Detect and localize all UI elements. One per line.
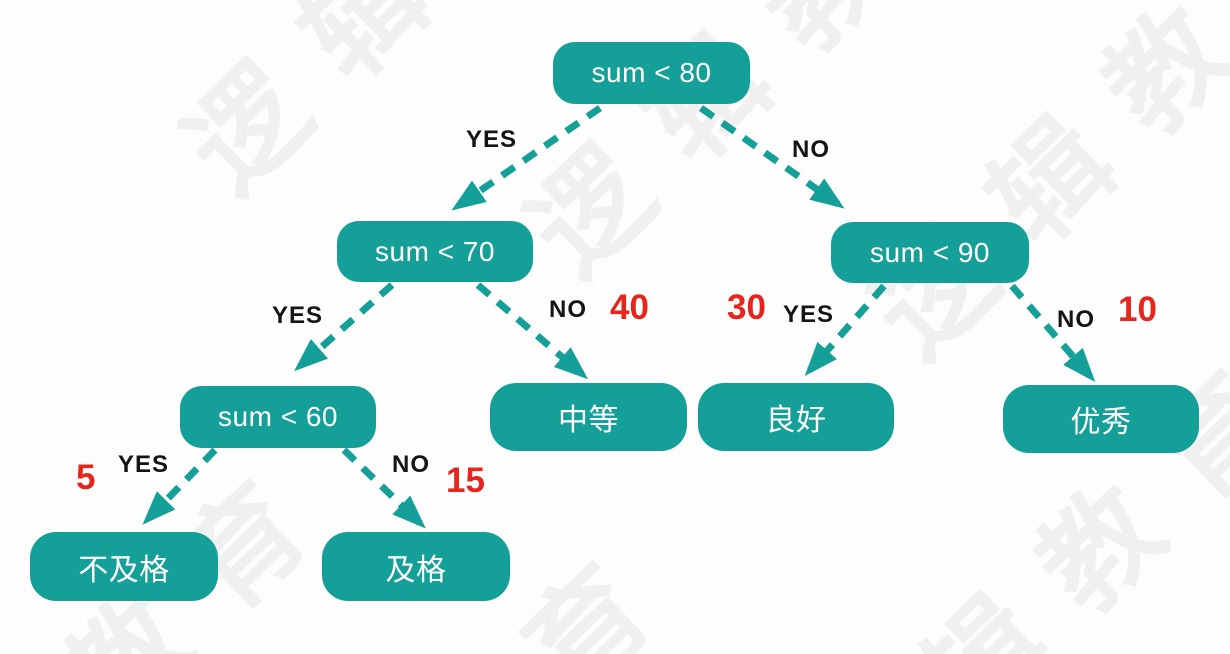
node-label: sum < 90 (870, 236, 990, 268)
edge-label-n60-yes: YES (118, 451, 170, 478)
edge-label-n90-no: NO (1057, 306, 1095, 333)
node-label: sum < 80 (591, 57, 712, 88)
node-sum-lt-60: sum < 60 (180, 386, 376, 448)
node-label: 及格 (385, 553, 447, 587)
edge-root-yes (451, 105, 602, 211)
node-youxiu: 优秀 (1003, 385, 1199, 453)
count-zhongdeng: 40 (610, 288, 649, 327)
edge-label-n70-no: NO (549, 296, 587, 323)
node-sum-lt-70: sum < 70 (337, 221, 533, 282)
node-lianghao: 良好 (698, 383, 894, 451)
count-jige: 15 (446, 461, 485, 500)
node-label: 良好 (765, 404, 827, 437)
edge-label-root-yes: YES (466, 126, 518, 153)
edge-n60-yes (142, 447, 218, 525)
count-bujige: 5 (76, 458, 96, 497)
node-label: 中等 (558, 404, 619, 437)
node-label: 不及格 (78, 553, 170, 587)
node-label: sum < 70 (375, 235, 495, 267)
edge-n70-no (475, 282, 589, 380)
node-label: 优秀 (1070, 406, 1132, 439)
edge-root-no (698, 105, 845, 209)
node-sum-lt-90: sum < 90 (831, 222, 1029, 283)
edge-label-n60-no: NO (392, 451, 430, 478)
node-zhongdeng: 中等 (490, 383, 687, 451)
node-bujige: 不及格 (30, 532, 218, 601)
edge-label-root-no: NO (792, 136, 830, 163)
node-label: sum < 60 (218, 401, 338, 432)
node-jige: 及格 (322, 532, 510, 601)
count-lianghao: 30 (727, 288, 766, 327)
edge-n70-yes (293, 282, 395, 372)
edge-label-n90-yes: YES (783, 301, 835, 328)
edge-label-n70-yes: YES (272, 302, 324, 329)
edge-n90-yes (804, 283, 887, 377)
node-sum-lt-80: sum < 80 (553, 42, 750, 104)
edge-n90-no (1009, 283, 1096, 383)
edge-n60-no (341, 447, 426, 529)
count-youxiu: 10 (1118, 290, 1157, 329)
